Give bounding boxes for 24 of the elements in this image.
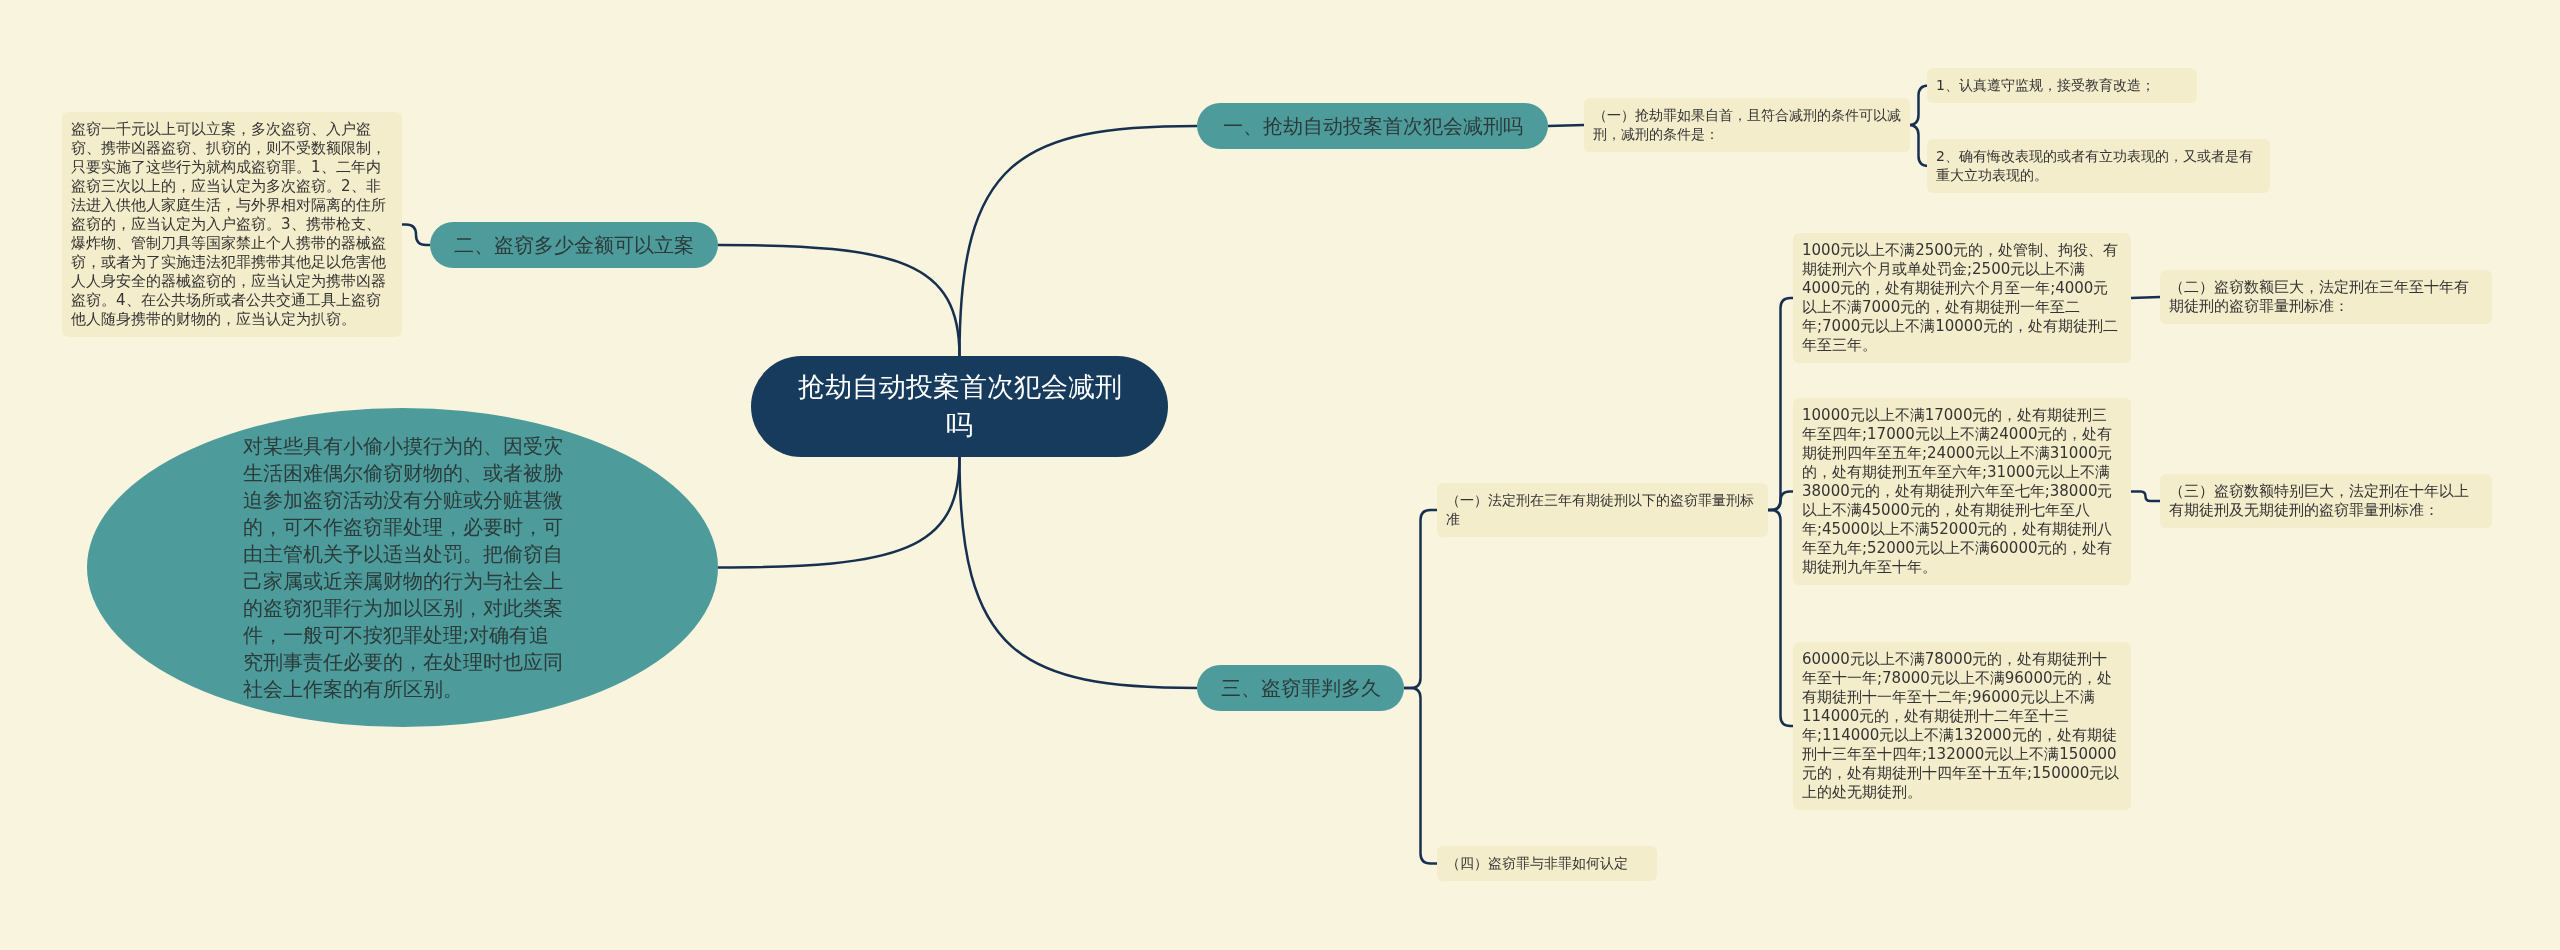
branch-topic: 二、盗窃多少金额可以立案 <box>430 222 718 268</box>
branch-topic: 三、盗窃罪判多久 <box>1197 665 1404 711</box>
connector-line <box>2130 295 2161 300</box>
connector-line <box>1404 686 1437 865</box>
text-note: 2、确有悔改表现的或者有立功表现的，又或者是有重大立功表现的。 <box>1927 139 2270 193</box>
text-note: （三）盗窃数额特别巨大，法定刑在十年以上有期徒刑及无期徒刑的盗窃罪量刑标准： <box>2160 474 2492 528</box>
text-note: 10000元以上不满17000元的，处有期徒刑三年至四年;17000元以上不满24000元的，处有期徒刑四年至五年;24000元以上不满31000元的，处有期徒刑五年至六年;31000元以上不满38000元的，处有期徒刑六年至七年;38000元以上不满45000元的，处有期徒刑七年至八年;45000以上不满52000元的，处有期徒刑八年至九年;52000元以上不满60000元的，处有期徒刑九年至十年。 <box>1793 398 2131 585</box>
connector-line <box>718 243 961 357</box>
branch-topic: 一、抢劫自动投案首次犯会减刑吗 <box>1197 103 1548 149</box>
text-note: （二）盗窃数额巨大，法定刑在三年至十年有期徒刑的盗窃罪量刑标准： <box>2160 270 2492 324</box>
text-note: 1000元以上不满2500元的，处管制、拘役、有期徒刑六个月或单处罚金;2500元以上不满4000元的，处有期徒刑六个月至一年;4000元以上不满7000元的，处有期徒刑一年至二年;7000元以上不满10000元的，处有期徒刑二年至三年。 <box>1793 233 2131 363</box>
connector-line <box>402 223 430 247</box>
text-note: 盗窃一千元以上可以立案，多次盗窃、入户盗窃、携带凶器盗窃、扒窃的，则不受数额限制，只要实施了这些行为就构成盗窃罪。1、二年内盗窃三次以上的，应当认定为多次盗窃。2、非法进入供他人家庭生活，与外界相对隔离的住所盗窃的，应当认定为入户盗窃。3、携带枪支、爆炸物、管制刀具等国家禁止个人携带的器械盗窃，或者为了实施违法犯罪携带其他足以危害他人人身安全的器械盗窃的，应当认定为携带凶器盗窃。4、在公共场所或者公共交通工具上盗窃他人随身携带的财物的，应当认定为扒窃。 <box>62 112 402 337</box>
text-note: （一）法定刑在三年有期徒刑以下的盗窃罪量刑标准 <box>1437 483 1768 537</box>
central-topic: 抢劫自动投案首次犯会减刑吗 <box>751 356 1168 457</box>
text-note: （四）盗窃罪与非罪如何认定 <box>1437 846 1657 881</box>
text-note: 60000元以上不满78000元的，处有期徒刑十年至十一年;78000元以上不满96000元的，处有期徒刑十一年至十二年;96000元以上不满114000元的，处有期徒刑十二年至十三年;114000元以上不满132000元的，处有期徒刑十三年至十四年;132000元以上不满150000元的，处有期徒刑十四年至十五年;150000元以上的处无期徒刑。 <box>1793 642 2131 810</box>
connector-line <box>1547 123 1585 128</box>
text-note: 1、认真遵守监规，接受教育改造； <box>1927 68 2197 103</box>
connector-line <box>1768 508 1793 728</box>
text-note: （一）抢劫罪如果自首，且符合减刑的条件可以减刑，减刑的条件是： <box>1584 98 1910 152</box>
note-text: 对某些具有小偷小摸行为的、因受灾生活困难偶尔偷窃财物的、或者被胁迫参加盗窃活动没有分赃或分赃甚微的，可不作盗窃罪处理，必要时，可由主管机关予以适当处罚。把偷窃自己家属或近亲属财物的行为与社会上的盗窃犯罪行为加以区别，对此类案件，一般可不按犯罪处理;对确有追究刑事责任必要的，在处理时也应同社会上作案的有所区别。 <box>242 432 563 703</box>
connector-line <box>958 456 1198 690</box>
connector-line <box>2131 490 2160 503</box>
